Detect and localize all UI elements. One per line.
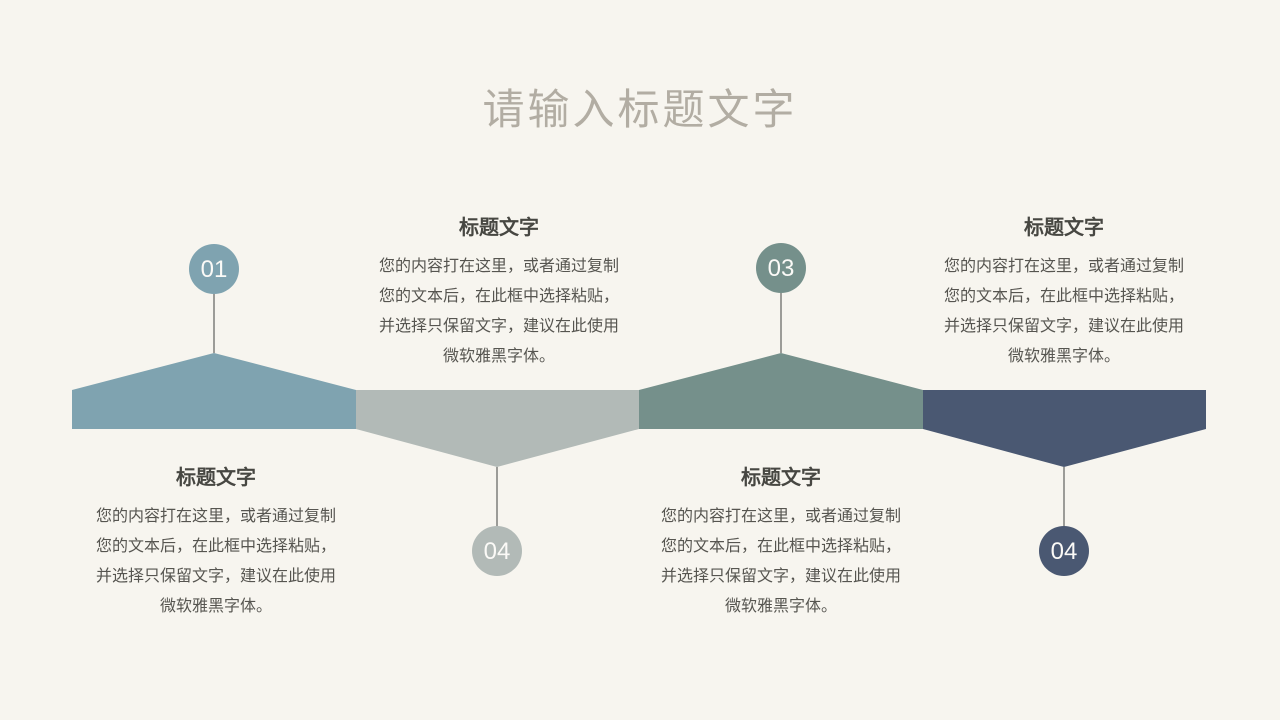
step-body-line: 您的内容打在这里，或者通过复制 — [660, 508, 901, 525]
step-3-text-block: 标题文字 您的内容打在这里，或者通过复制 您的文本后，在此框中选择粘贴， 并选择… — [631, 466, 931, 622]
step-4-text-block: 标题文字 您的内容打在这里，或者通过复制 您的文本后，在此框中选择粘贴， 并选择… — [914, 216, 1214, 372]
segment-shape-4 — [923, 390, 1206, 467]
step-1-body: 您的内容打在这里，或者通过复制 您的文本后，在此框中选择粘贴， 并选择只保留文字… — [66, 502, 366, 622]
step-3-body: 您的内容打在这里，或者通过复制 您的文本后，在此框中选择粘贴， 并选择只保留文字… — [631, 502, 931, 622]
step-body-line: 您的内容打在这里，或者通过复制 — [95, 508, 336, 525]
step-body-line: 您的文本后，在此框中选择粘贴， — [378, 288, 619, 305]
step-body-line: 并选择只保留文字，建议在此使用 — [95, 568, 336, 585]
step-number-label-2: 04 — [484, 538, 511, 565]
step-body-line: 您的文本后，在此框中选择粘贴， — [95, 538, 336, 555]
step-1-title: 标题文字 — [176, 467, 256, 489]
step-2-title: 标题文字 — [459, 217, 539, 239]
step-body-line: 您的文本后，在此框中选择粘贴， — [660, 538, 901, 555]
step-2-text-block: 标题文字 您的内容打在这里，或者通过复制 您的文本后，在此框中选择粘贴， 并选择… — [349, 216, 649, 372]
segment-shape-1 — [72, 353, 356, 429]
step-body-line: 微软雅黑字体。 — [159, 598, 272, 615]
step-body-line: 微软雅黑字体。 — [1007, 348, 1120, 365]
step-2-body: 您的内容打在这里，或者通过复制 您的文本后，在此框中选择粘贴， 并选择只保留文字… — [349, 252, 649, 372]
step-body-line: 并选择只保留文字，建议在此使用 — [943, 318, 1184, 335]
step-body-line: 并选择只保留文字，建议在此使用 — [378, 318, 619, 335]
step-body-line: 微软雅黑字体。 — [724, 598, 837, 615]
step-number-circle-2 — [472, 526, 522, 576]
step-4-title: 标题文字 — [1024, 217, 1104, 239]
step-number-label-1: 01 — [201, 256, 228, 283]
step-body-line: 并选择只保留文字，建议在此使用 — [660, 568, 901, 585]
step-body-line: 您的内容打在这里，或者通过复制 — [378, 258, 619, 275]
step-4-body: 您的内容打在这里，或者通过复制 您的文本后，在此框中选择粘贴， 并选择只保留文字… — [914, 252, 1214, 372]
step-number-circle-1 — [189, 244, 239, 294]
step-number-circle-3 — [756, 243, 806, 293]
step-number-circle-4 — [1039, 526, 1089, 576]
segment-shape-2 — [356, 390, 639, 467]
step-body-line: 您的文本后，在此框中选择粘贴， — [943, 288, 1184, 305]
step-body-line: 微软雅黑字体。 — [442, 348, 555, 365]
slide-title: 请输入标题文字 — [482, 88, 798, 134]
step-3-title: 标题文字 — [741, 467, 821, 489]
step-body-line: 您的内容打在这里，或者通过复制 — [943, 258, 1184, 275]
step-number-label-4: 04 — [1051, 538, 1078, 565]
segment-shape-3 — [639, 353, 923, 429]
step-1-text-block: 标题文字 您的内容打在这里，或者通过复制 您的文本后，在此框中选择粘贴， 并选择… — [66, 466, 366, 622]
step-number-label-3: 03 — [768, 255, 795, 282]
